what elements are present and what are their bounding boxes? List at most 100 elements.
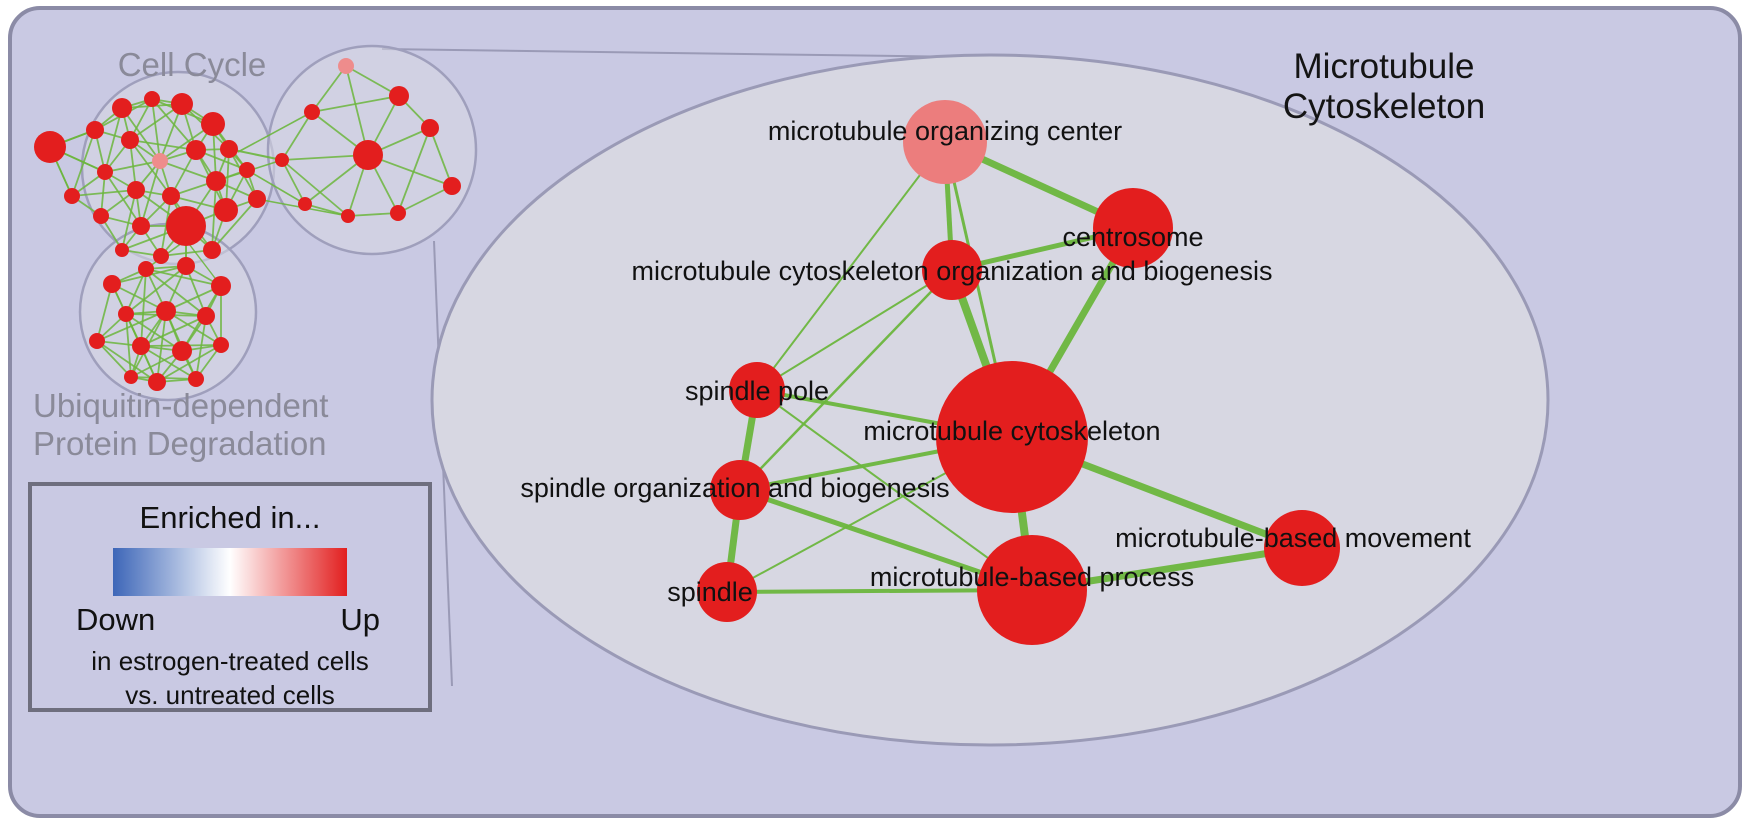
overview-node [188,371,204,387]
microtubule-title-line1: Microtubule [1294,47,1475,86]
overview-edge [397,185,453,214]
overview-edge [347,212,399,217]
overview-node [148,373,166,391]
node-spindle-organization-and-biogenesis [710,460,770,520]
legend-box: Enriched in... Down Up in estrogen-treat… [28,482,432,712]
overview-edge [156,344,222,383]
overview-node [203,241,221,259]
overview-edge [281,111,313,161]
overview-edge [96,340,132,378]
legend-caption: in estrogen-treated cells vs. untreated … [32,644,428,713]
main-network-nodes [697,100,1340,645]
node-spindle [697,562,757,622]
overview-node [132,217,150,235]
overview-bridge-edge [246,169,306,205]
overview-edge [140,268,147,347]
overview-node [248,190,266,208]
overview-edge [96,283,113,342]
overview-node [34,131,66,163]
overview-node [443,177,461,195]
edge-microtubule-cytoskeleton-organization-and-biogenesis--spindle-pole [756,269,953,391]
overview-node [177,257,195,275]
overview-node [172,341,192,361]
overview-node [89,333,105,349]
overview-node [112,98,132,118]
overview-node [127,181,145,199]
overview-node [64,188,80,204]
overview-node [389,86,409,106]
ubiquitin-cluster-label-line1: Ubiquitin-dependent [33,387,328,424]
overview-edge [104,107,123,173]
overview-node [121,131,139,149]
cell-cycle-cluster-label: Cell Cycle [118,46,267,83]
legend-up-label: Up [340,602,380,637]
overview-edge [96,310,167,342]
overview-edge [125,268,147,315]
overview-edge [311,65,347,113]
node-microtubule-based-movement [1264,510,1340,586]
node-microtubule-cytoskeleton-organization-and-biogenesis [922,240,982,300]
overview-node [201,112,225,136]
overview-edge [96,340,158,383]
overview-node [421,119,439,137]
legend-title: Enriched in... [139,500,321,535]
overview-node [197,307,215,325]
overview-nodes [34,58,461,391]
main-network-labels: microtubule organizing centercentrosomem… [520,116,1471,607]
overview-node [275,153,289,167]
overview-node [166,206,206,246]
overview-node [171,93,193,115]
legend-caption-line1: in estrogen-treated cells [91,646,369,676]
overview-node [353,140,383,170]
edge-spindle-pole--microtubule-based-process [756,389,1033,591]
overview-node [211,276,231,296]
node-centrosome [1093,188,1173,268]
node-label-microtubule-cytoskeleton: microtubule cytoskeleton [863,416,1160,446]
overview-edge [145,268,207,317]
overview-edge [71,189,137,197]
overview-edge [140,345,197,380]
node-label-microtubule-based-process: microtubule-based process [870,562,1194,592]
node-microtubule-organizing-center [903,100,987,184]
overview-edge [397,127,431,214]
overview-node [93,208,109,224]
overview-edge [211,198,258,251]
overview-node [152,153,168,169]
node-label-spindle-pole: spindle pole [685,376,829,406]
node-label-microtubule-cytoskeleton-organization-and-biogenesis: microtubule cytoskeleton organization an… [632,256,1273,286]
overview-node [213,337,229,353]
overview-node [138,261,154,277]
overview-node [156,301,176,321]
legend-updown-row: Down Up [32,600,428,638]
legend-down-label: Down [76,602,156,637]
overview-edge [125,313,132,378]
overview-edge [165,285,222,312]
overview-edge [145,268,222,287]
overview-node [103,275,121,293]
overview-node [186,140,206,160]
overview-node [118,306,134,322]
overview-edge [140,160,161,227]
overview-edge [104,160,161,173]
node-label-microtubule-based-movement: microtubule-based movement [1115,523,1471,553]
overview-edge [125,265,187,315]
overview-node [144,91,160,107]
overview-node [153,248,169,264]
overview-node [162,187,180,205]
overview-bridge-edge [237,111,313,153]
legend-gradient-bar [113,548,347,596]
node-label-spindle-organization-and-biogenesis: spindle organization and biogenesis [520,473,949,503]
overview-edge [111,283,167,312]
overview-edge [121,107,161,162]
overview-node [132,337,150,355]
overview-edge [311,95,400,113]
overview-edge [345,65,369,156]
edge-microtubule-organizing-center--spindle-pole [756,141,946,391]
overview-edge [165,310,222,346]
overview-node [341,209,355,223]
overview-node [86,121,104,139]
overview-edge [121,189,137,251]
node-spindle-pole [729,362,785,418]
